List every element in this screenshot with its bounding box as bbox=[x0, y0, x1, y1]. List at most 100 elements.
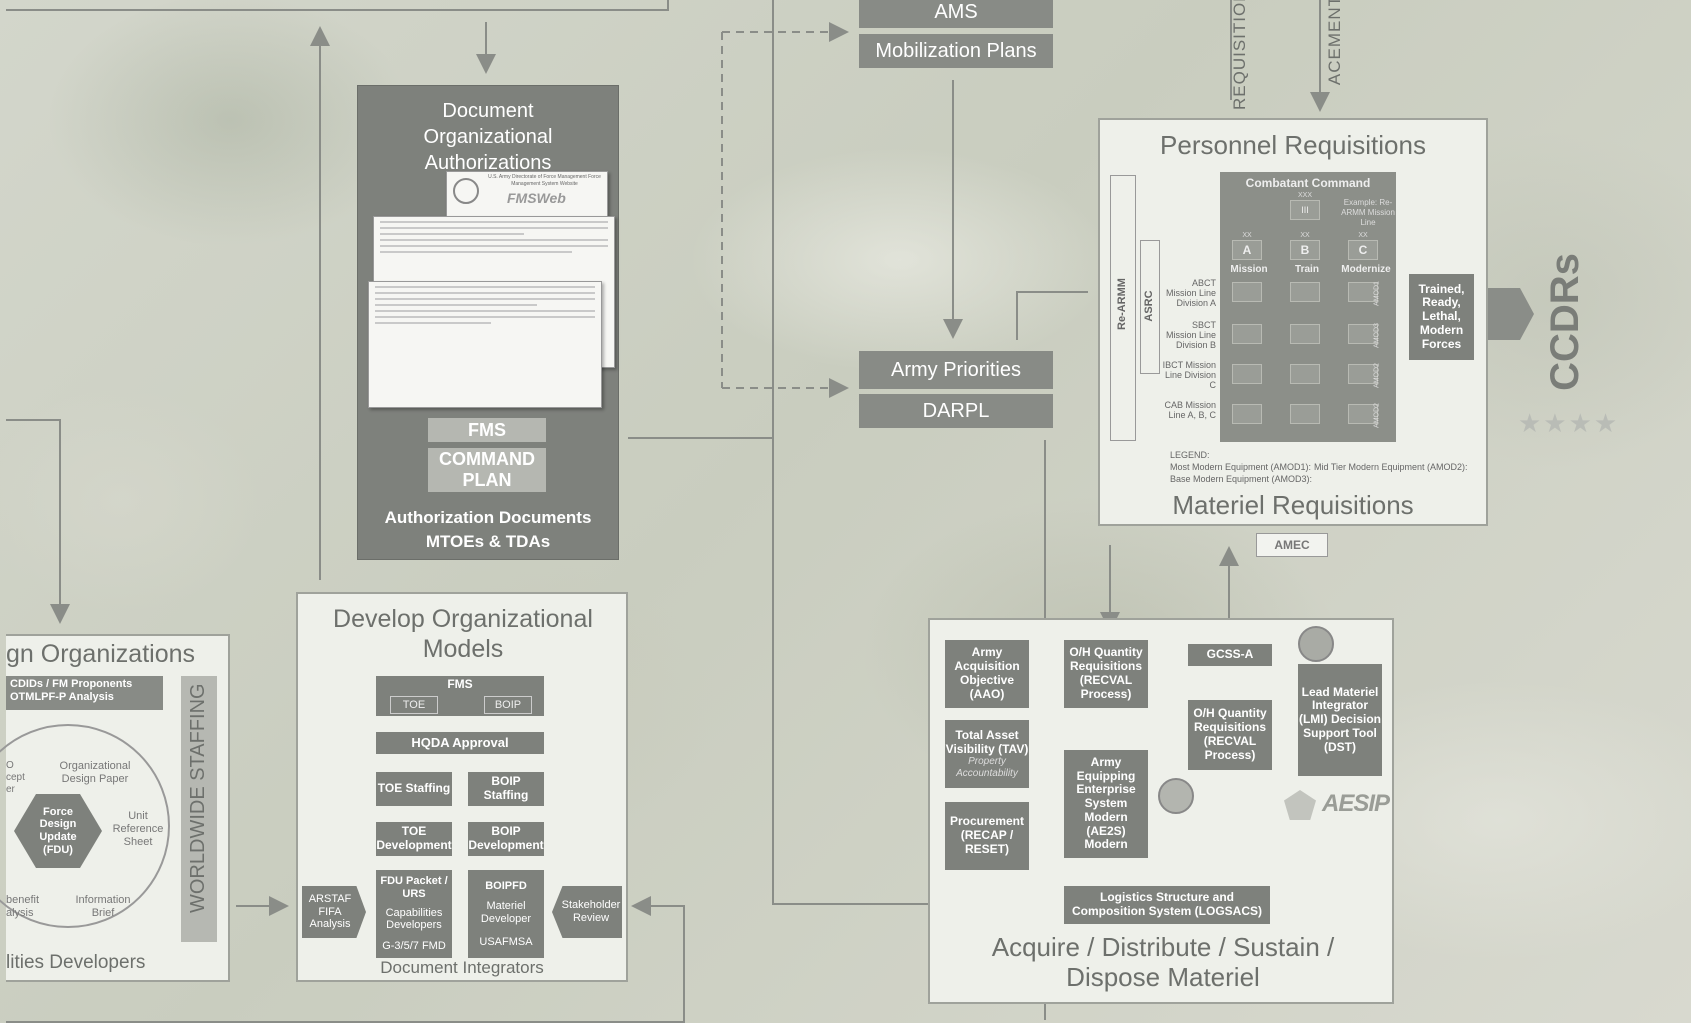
staffing-label: WORLDWIDE STAFFING bbox=[187, 683, 209, 913]
unit-symbol bbox=[1232, 364, 1262, 384]
cept-text: O cept er bbox=[6, 760, 25, 795]
g357-label: G-3/5/7 FMD bbox=[382, 939, 446, 952]
amod-row-1: AMOD1 bbox=[1373, 281, 1381, 306]
unit-symbol bbox=[1290, 282, 1320, 302]
fdu-packet-label: FDU Packet / URS bbox=[380, 875, 448, 901]
combatant-command-title: Combatant Command bbox=[1245, 176, 1371, 190]
cdids-box: CDIDs / FM Proponents OTMLPF-P Analysis bbox=[6, 676, 163, 710]
ae2s-box: Army Equipping Enterprise System Modern … bbox=[1064, 750, 1148, 858]
design-org-title: gn Organizations bbox=[6, 640, 196, 668]
toe-dev-box: TOE Development bbox=[376, 822, 452, 856]
staffing-bar bbox=[181, 676, 217, 942]
corps-echelon: XXX bbox=[1297, 192, 1312, 199]
replacement-label: ACEMENT bbox=[1325, 0, 1344, 86]
fmsweb-name: FMSWeb bbox=[507, 190, 566, 206]
document-sheet-2 bbox=[368, 281, 602, 408]
division-a: A bbox=[1232, 240, 1262, 260]
fms-box: FMS bbox=[428, 418, 546, 442]
doc-org-panel: Document Organizational Authorizations U… bbox=[357, 85, 619, 560]
darpl-label: DARPL bbox=[859, 394, 1053, 428]
unit-symbol bbox=[1232, 324, 1262, 344]
amod-row-2: AMOD3 bbox=[1373, 323, 1381, 348]
usafmsa-label: USAFMSA bbox=[479, 935, 533, 948]
fmsweb-org: U.S. Army Directorate of Force Managemen… bbox=[488, 174, 601, 187]
row-label-abct: ABCT Mission Line Division A bbox=[1165, 278, 1216, 308]
develop-models-panel: Develop Organizational Models FMS TOE BO… bbox=[296, 592, 628, 982]
row-label-ibct: IBCT Mission Line Division C bbox=[1162, 360, 1216, 390]
col-train: Train bbox=[1295, 264, 1319, 275]
unit-symbol bbox=[1290, 364, 1320, 384]
boip-tag: BOIP bbox=[484, 696, 532, 714]
aesip-logo: AESIP bbox=[1322, 790, 1390, 817]
army-priorities-label: Army Priorities bbox=[859, 351, 1053, 389]
div-a-echelon: XX bbox=[1242, 232, 1252, 239]
legend-amod3: Base Modern Equipment (AMOD3): bbox=[1170, 474, 1313, 484]
boip-staffing-box: BOIP Staffing bbox=[468, 772, 544, 806]
four-star-icon: ★★★★ bbox=[1518, 408, 1620, 438]
boip-dev-box: BOIP Development bbox=[468, 822, 544, 856]
command-plan-box: COMMAND PLAN bbox=[428, 448, 546, 492]
fdu-packet-box: FDU Packet / URS Capabilities Developers… bbox=[376, 870, 452, 958]
unit-ref-text: Unit Reference Sheet bbox=[112, 810, 164, 848]
div-c-echelon: XX bbox=[1358, 232, 1368, 239]
org-design-paper-text: Organizational Design Paper bbox=[59, 760, 131, 785]
aao-box: Army Acquisition Objective (AAO) bbox=[945, 640, 1029, 708]
example-text: Example: Re-ARMM Mission Line bbox=[1341, 198, 1395, 227]
develop-title: Develop Organizational Models bbox=[333, 605, 593, 663]
legend-amod2: Mid Tier Modern Equipment (AMOD2): bbox=[1314, 462, 1468, 472]
info-brief-text: Information Brief bbox=[75, 894, 131, 919]
lmi-seal-icon bbox=[1298, 626, 1334, 662]
division-b: B bbox=[1290, 240, 1320, 260]
legend-title: LEGEND: bbox=[1170, 450, 1210, 460]
requisition-label: REQUISITION bbox=[1230, 0, 1249, 110]
div-b-echelon: XX bbox=[1300, 232, 1310, 239]
army-star-icon bbox=[1284, 790, 1316, 820]
personnel-title: Personnel Requisitions bbox=[1160, 130, 1426, 160]
unit-symbol bbox=[1232, 282, 1262, 302]
amec-box: AMEC bbox=[1256, 533, 1328, 557]
unit-symbol bbox=[1348, 404, 1378, 424]
re-armm-label: Re-ARMM bbox=[1116, 278, 1128, 330]
legend-amod1: Most Modern Equipment (AMOD1): bbox=[1170, 462, 1312, 472]
amod-row-3: AMOD2 bbox=[1373, 363, 1381, 388]
materiel-title: Materiel Requisitions bbox=[1172, 490, 1414, 520]
doc-org-title: Document Organizational Authorizations bbox=[423, 100, 553, 174]
doc-org-footer: Authorization Documents MTOEs & TDAs bbox=[384, 508, 592, 551]
logsacs-box: Logistics Structure and Composition Syst… bbox=[1064, 886, 1270, 924]
unit-symbol bbox=[1290, 404, 1320, 424]
toe-staffing-box: TOE Staffing bbox=[376, 772, 452, 806]
stakeholder-box: Stakeholder Review bbox=[552, 886, 622, 938]
mobilization-plans-label: Mobilization Plans bbox=[859, 34, 1053, 68]
acquire-title: Acquire / Distribute / Sustain / Dispose… bbox=[991, 932, 1335, 992]
asrc-label: ASRC bbox=[1143, 290, 1155, 322]
row-label-sbct: SBCT Mission Line Division B bbox=[1165, 320, 1216, 350]
boipfd-label: BOIPFD bbox=[485, 879, 527, 892]
benefit-text: benefit alysis bbox=[6, 894, 40, 919]
unit-symbol bbox=[1348, 364, 1378, 384]
oh-qty-box-1: O/H Quantity Requisitions (RECVAL Proces… bbox=[1064, 640, 1148, 708]
unit-symbol bbox=[1348, 282, 1378, 302]
lmi-box: Lead Materiel Integrator (LMI) Decision … bbox=[1298, 664, 1382, 776]
gcss-box: GCSS-A bbox=[1188, 644, 1272, 666]
toe-tag: TOE bbox=[390, 696, 438, 714]
ccdrs-label: CCDRs bbox=[1543, 253, 1587, 391]
amod-row-4: AMOD2 bbox=[1373, 403, 1381, 428]
mat-dev-label: Materiel Developer bbox=[480, 900, 532, 925]
fms-top-label: FMS bbox=[447, 677, 473, 691]
ae2s-seal-icon bbox=[1158, 778, 1194, 814]
seal-icon bbox=[453, 178, 479, 204]
personnel-requisitions-panel: Personnel Requisitions Re-ARMM ASRC Comb… bbox=[1098, 118, 1488, 526]
boipfd-box: BOIPFD Materiel Developer USAFMSA bbox=[468, 870, 544, 958]
hqda-approval-box: HQDA Approval bbox=[376, 732, 544, 754]
arstaf-box: ARSTAF FIFA Analysis bbox=[302, 886, 366, 938]
cap-dev-label: Capabilities Developers bbox=[385, 906, 443, 932]
col-mission: Mission bbox=[1230, 264, 1268, 275]
tav-sub-label: Property Accountability bbox=[956, 756, 1018, 779]
unit-symbol bbox=[1290, 324, 1320, 344]
re-armm-column bbox=[1110, 175, 1136, 441]
develop-footer: Document Integrators bbox=[380, 958, 544, 977]
corps-symbol: III bbox=[1290, 200, 1320, 220]
tav-box: Total Asset Visibility (TAV) Property Ac… bbox=[945, 720, 1029, 788]
design-org-panel: gn Organizations CDIDs / FM Proponents O… bbox=[0, 634, 230, 982]
unit-symbol bbox=[1348, 324, 1378, 344]
